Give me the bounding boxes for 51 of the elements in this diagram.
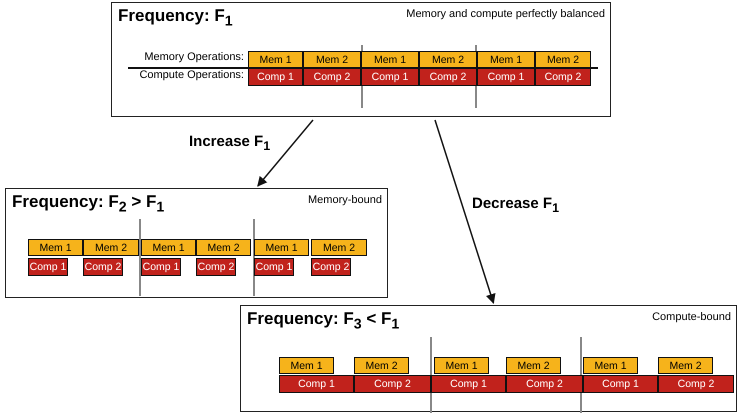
memory-bar: Mem 2 bbox=[658, 357, 713, 374]
panel-title: Frequency: F$_{3}$ < F$_{1}$ bbox=[247, 309, 400, 332]
panel-box bbox=[240, 305, 737, 412]
edge-label: Decrease F$_{1}$ bbox=[470, 195, 562, 215]
panel-title: Frequency: F$_{1}$ bbox=[118, 6, 233, 30]
compute-bar: Comp 2 bbox=[658, 375, 734, 393]
compute-bar: Comp 1 bbox=[477, 68, 535, 86]
panel-box bbox=[111, 2, 611, 117]
panel-note: Memory and compute perfectly balanced bbox=[406, 8, 605, 20]
memory-bar: Mem 1 bbox=[583, 357, 638, 374]
compute-bar: Comp 1 bbox=[141, 258, 181, 276]
memory-bar: Mem 1 bbox=[254, 239, 309, 256]
compute-bar: Comp 2 bbox=[506, 375, 583, 393]
memory-bar: Mem 1 bbox=[141, 239, 196, 256]
memory-bar: Mem 2 bbox=[506, 357, 561, 374]
memory-bar: Mem 2 bbox=[535, 51, 591, 68]
memory-bar: Mem 2 bbox=[303, 51, 361, 68]
arrow bbox=[434, 120, 496, 304]
memory-bar: Mem 1 bbox=[434, 357, 489, 374]
edge-label: Increase F$_{1}$ bbox=[187, 133, 272, 153]
compute-bar: Comp 2 bbox=[419, 68, 477, 86]
arrow bbox=[257, 120, 314, 187]
memory-bar: Mem 1 bbox=[477, 51, 535, 68]
memory-bar: Mem 2 bbox=[83, 239, 139, 256]
compute-bar: Comp 1 bbox=[248, 68, 303, 86]
compute-bar: Comp 1 bbox=[583, 375, 658, 393]
compute-bar: Comp 2 bbox=[303, 68, 361, 86]
memory-bar: Mem 1 bbox=[28, 239, 83, 256]
compute-bar: Comp 1 bbox=[254, 258, 294, 276]
compute-bar: Comp 1 bbox=[28, 258, 68, 276]
compute-bar: Comp 1 bbox=[279, 375, 354, 393]
panel-note: Compute-bound bbox=[652, 311, 731, 323]
compute-bar: Comp 2 bbox=[354, 375, 431, 393]
memory-bar: Mem 2 bbox=[311, 239, 367, 256]
row-label: Memory Operations: bbox=[144, 51, 244, 63]
panel-box bbox=[5, 188, 388, 298]
compute-bar: Comp 2 bbox=[311, 258, 351, 276]
memory-bar: Mem 2 bbox=[419, 51, 477, 68]
memory-bar: Mem 1 bbox=[248, 51, 303, 68]
panel-note: Memory-bound bbox=[308, 194, 382, 206]
compute-bar: Comp 1 bbox=[361, 68, 419, 86]
compute-bar: Comp 2 bbox=[535, 68, 591, 86]
memory-bar: Mem 2 bbox=[196, 239, 251, 256]
memory-bar: Mem 1 bbox=[279, 357, 334, 374]
compute-bar: Comp 2 bbox=[83, 258, 123, 276]
compute-bar: Comp 2 bbox=[196, 258, 236, 276]
memory-bar: Mem 1 bbox=[361, 51, 419, 68]
panel-title: Frequency: F$_{2}$ > F$_{1}$ bbox=[12, 192, 164, 216]
memory-bar: Mem 2 bbox=[354, 357, 409, 374]
row-label: Compute Operations: bbox=[139, 69, 244, 81]
compute-bar: Comp 1 bbox=[431, 375, 506, 393]
